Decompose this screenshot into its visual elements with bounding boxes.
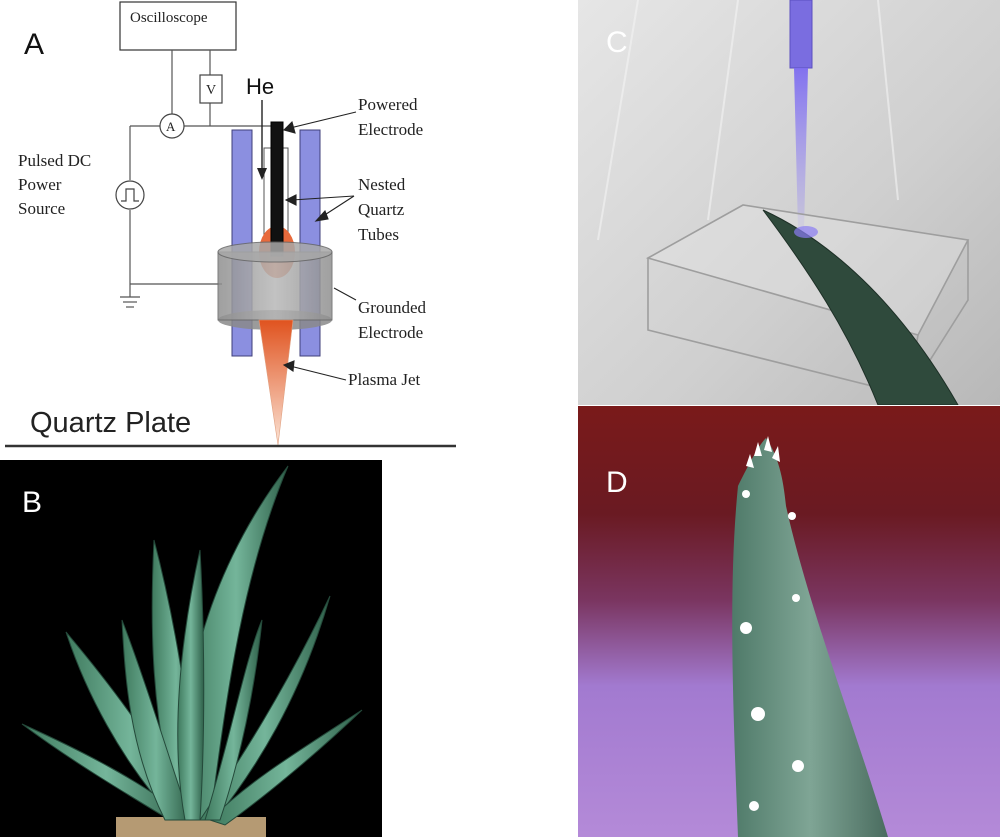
oscilloscope-box (119, 1, 237, 51)
power-source-label: Pulsed DC Power Source (18, 151, 95, 218)
powered-electrode-label: Powered Electrode (358, 95, 423, 139)
plasma-jet-label: Plasma Jet (348, 370, 421, 389)
leaf-tip-illustration: D (606, 436, 888, 837)
powered-electrode-rod (270, 121, 284, 257)
voltmeter-box (199, 74, 223, 104)
panel-a-letter: A (24, 28, 44, 61)
ammeter-label: A (166, 119, 176, 134)
panel-d-letter: D (606, 466, 628, 499)
pulse-source-circle (115, 180, 145, 210)
nested-tubes-label: Nested Quartz Tubes (358, 175, 409, 244)
oscilloscope-label: Oscilloscope (130, 10, 208, 26)
leaf-tip (732, 438, 888, 837)
he-label: He (246, 74, 274, 99)
aloe-leaves (21, 465, 363, 826)
aloe-plant-illustration: B (21, 465, 363, 837)
leader-lines (282, 111, 357, 381)
pulse-symbol (121, 188, 139, 202)
panel-c-letter: C (606, 26, 628, 59)
plasma-beam (794, 68, 808, 230)
grounded-electrode-label: Grounded Electrode (358, 298, 430, 342)
foam-texture (597, 0, 899, 241)
panel-d-leaf-tip-photo: D (578, 406, 1000, 837)
jet-nozzle (789, 0, 813, 69)
jet-on-leaf-illustration: C (597, 0, 970, 405)
panel-c-jet-photo: C (578, 0, 1000, 405)
plasma-jet-cone (258, 319, 294, 446)
quartz-plate-label: Quartz Plate (30, 407, 191, 439)
panel-a-schematic: Oscilloscope V A (0, 0, 460, 458)
plasma-jet-schematic: Oscilloscope V A (5, 1, 456, 448)
circuit-wires (120, 50, 276, 308)
aloe-leaf (762, 209, 959, 405)
ammeter-circle (159, 113, 185, 139)
leaf-spines (740, 436, 804, 811)
voltmeter-label: V (206, 83, 216, 98)
panel-b-aloe-photo: B (0, 460, 382, 837)
panel-b-letter: B (22, 486, 42, 519)
